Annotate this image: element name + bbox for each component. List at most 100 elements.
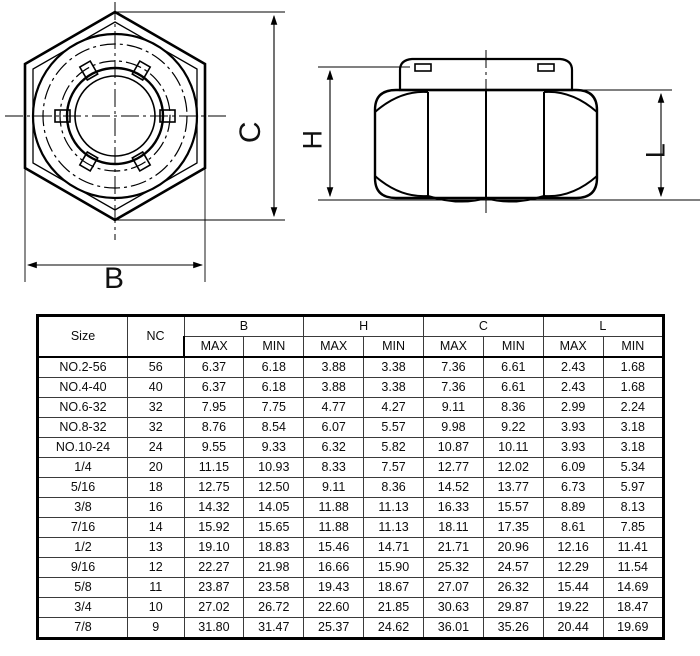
cell-h-max: 8.33 [303, 457, 365, 478]
table-header: Size NC B H C L MAX MIN MAX MIN MAX MIN … [37, 315, 664, 358]
cell-l-max: 2.43 [542, 356, 604, 378]
dimension-label-c: C [234, 120, 268, 144]
cell-h-min: 24.62 [363, 617, 424, 639]
cell-h-min: 11.13 [363, 517, 424, 538]
cell-c-max: 10.87 [423, 437, 484, 458]
cell-l-min: 2.24 [602, 397, 664, 418]
cell-b-min: 6.18 [243, 377, 305, 398]
cell-b-min: 15.65 [243, 517, 305, 538]
header-row-groups: Size NC B H C L [37, 315, 664, 358]
cell-c-min: 26.32 [482, 577, 544, 598]
cell-l-max: 3.93 [542, 417, 604, 438]
cell-nc: 16 [127, 497, 185, 518]
cell-b-min: 9.33 [243, 437, 305, 458]
cell-l-max: 15.44 [542, 577, 604, 598]
cell-size: 1/4 [37, 457, 128, 478]
cell-c-min: 17.35 [482, 517, 544, 538]
cell-l-min: 3.18 [602, 437, 664, 458]
cell-nc: 9 [127, 617, 185, 639]
cell-c-max: 30.63 [423, 597, 484, 618]
cell-c-min: 29.87 [482, 597, 544, 618]
cell-b-max: 11.15 [183, 457, 245, 478]
cell-l-min: 11.54 [602, 557, 664, 578]
header-l-min: MIN [602, 336, 664, 358]
cell-h-min: 11.13 [363, 497, 424, 518]
cell-nc: 10 [127, 597, 185, 618]
cell-h-max: 6.07 [303, 417, 365, 438]
specification-table: Size NC B H C L MAX MIN MAX MIN MAX MIN … [36, 314, 665, 640]
cell-l-max: 12.29 [542, 557, 604, 578]
cell-h-min: 8.36 [363, 477, 424, 498]
cell-l-min: 5.97 [602, 477, 664, 498]
cell-b-max: 7.95 [183, 397, 245, 418]
cell-b-min: 26.72 [243, 597, 305, 618]
cell-c-min: 10.11 [482, 437, 544, 458]
cell-c-min: 12.02 [482, 457, 544, 478]
cell-b-min: 10.93 [243, 457, 305, 478]
cell-nc: 13 [127, 537, 185, 558]
cell-l-min: 1.68 [602, 377, 664, 398]
dimension-label-b: B [104, 262, 125, 295]
cell-c-min: 9.22 [482, 417, 544, 438]
cell-h-max: 4.77 [303, 397, 365, 418]
top-view-group [5, 2, 285, 282]
cell-l-min: 8.13 [602, 497, 664, 518]
cell-b-max: 6.37 [183, 356, 245, 378]
cell-size: NO.6-32 [37, 397, 128, 418]
cell-size: 5/8 [37, 577, 128, 598]
cell-h-min: 5.82 [363, 437, 424, 458]
cell-c-max: 25.32 [423, 557, 484, 578]
cell-c-max: 7.36 [423, 377, 484, 398]
cell-c-max: 7.36 [423, 356, 484, 378]
nylon-collar [398, 57, 574, 92]
cell-l-max: 20.44 [542, 617, 604, 639]
dimension-label-l: L [640, 142, 671, 159]
cell-size: NO.10-24 [37, 437, 128, 458]
cell-b-min: 31.47 [243, 617, 305, 639]
cell-b-min: 23.58 [243, 577, 305, 598]
cell-c-max: 9.98 [423, 417, 484, 438]
chamfer-arc-bottom-right [543, 175, 598, 198]
chamfer-arc-top-left [374, 90, 429, 113]
cell-b-max: 6.37 [183, 377, 245, 398]
cell-l-max: 2.99 [542, 397, 604, 418]
cell-b-max: 23.87 [183, 577, 245, 598]
cell-nc: 14 [127, 517, 185, 538]
header-c-min: MIN [482, 336, 544, 358]
cell-h-max: 16.66 [303, 557, 365, 578]
header-group-l: L [542, 315, 664, 337]
cell-h-min: 7.57 [363, 457, 424, 478]
cell-size: 9/16 [37, 557, 128, 578]
cell-l-max: 3.93 [542, 437, 604, 458]
cell-b-min: 7.75 [243, 397, 305, 418]
cell-c-min: 24.57 [482, 557, 544, 578]
header-c-max: MAX [423, 336, 484, 358]
header-b-max: MAX [183, 336, 245, 358]
cell-c-min: 15.57 [482, 497, 544, 518]
collar-notch-left [414, 63, 432, 72]
cell-b-max: 19.10 [183, 537, 245, 558]
cell-l-min: 14.69 [602, 577, 664, 598]
header-h-min: MIN [363, 336, 424, 358]
collar-notch-right [537, 63, 555, 72]
cell-l-max: 12.16 [542, 537, 604, 558]
cell-size: 3/8 [37, 497, 128, 518]
cell-b-max: 8.76 [183, 417, 245, 438]
cell-h-max: 22.60 [303, 597, 365, 618]
cell-b-min: 14.05 [243, 497, 305, 518]
cell-b-min: 18.83 [243, 537, 305, 558]
drawing-area: B C H L [0, 0, 700, 300]
cell-h-max: 9.11 [303, 477, 365, 498]
cell-h-max: 6.32 [303, 437, 365, 458]
cell-h-min: 15.90 [363, 557, 424, 578]
cell-b-max: 31.80 [183, 617, 245, 639]
cell-nc: 12 [127, 557, 185, 578]
